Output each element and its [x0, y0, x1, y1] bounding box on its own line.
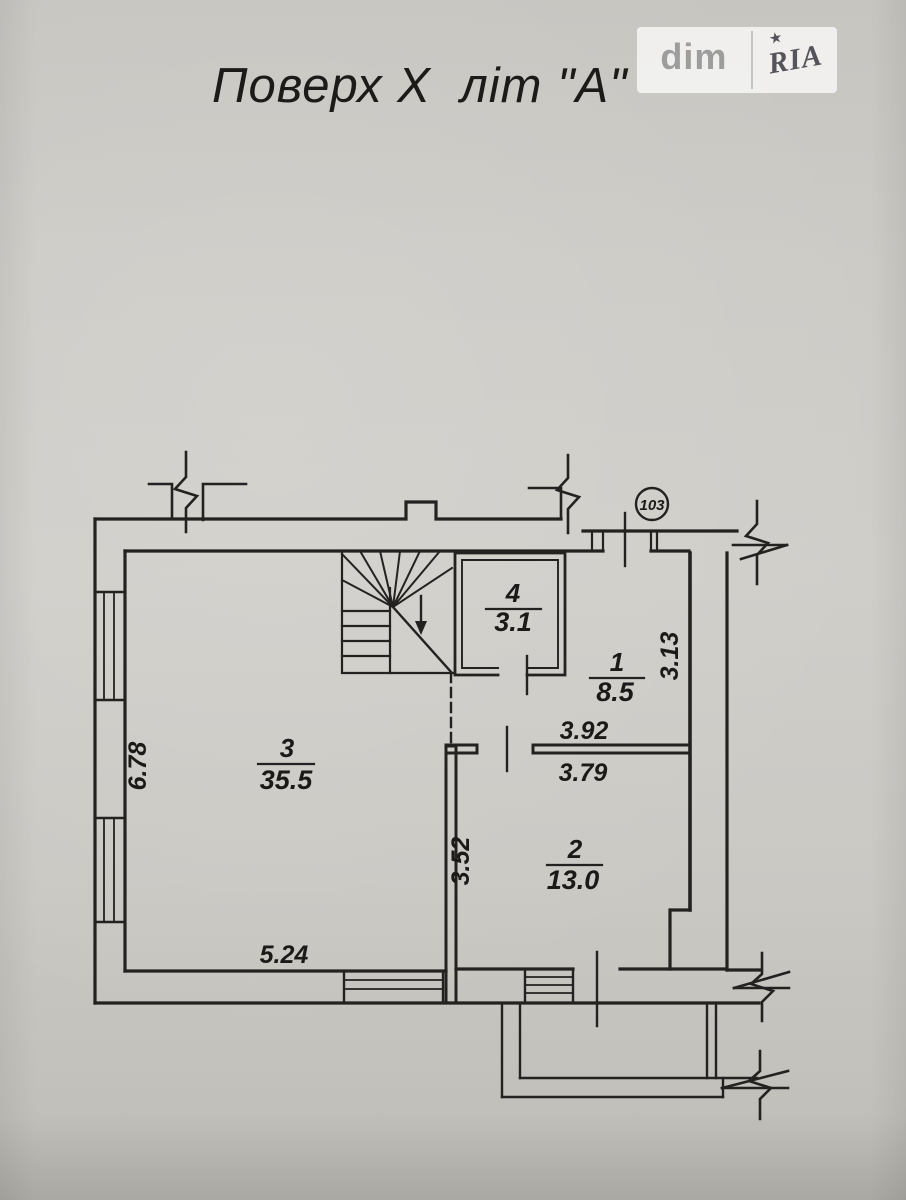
entry-door-jambs — [590, 529, 659, 553]
left-wall-windows — [93, 590, 127, 924]
bottom-wall-windows — [342, 967, 575, 1004]
room-4-walls — [453, 551, 567, 677]
svg-text:2: 2 — [567, 834, 583, 864]
svg-text:8.5: 8.5 — [596, 677, 635, 707]
dimension-3-79: 3.79 — [559, 759, 608, 787]
wall-break-icons — [147, 450, 791, 1121]
wall-break-icon-balcony-right — [720, 1049, 790, 1121]
balcony — [500, 1001, 759, 1099]
wall-break-icon-top-mid — [527, 453, 582, 535]
unit-number-label: 103 — [639, 497, 665, 514]
door-tick-marks — [505, 511, 627, 1028]
unit-number-badge: 103 — [634, 486, 670, 522]
staircase — [340, 549, 455, 675]
page-title: Поверх Х літ "А" — [212, 59, 628, 113]
dimension-3-92: 3.92 — [560, 717, 609, 745]
room-labels: 3 35.5 1 8.5 4 3.1 2 13.0 — [256, 578, 646, 895]
dimension-5-24: 5.24 — [260, 941, 309, 969]
svg-text:35.5: 35.5 — [260, 765, 314, 795]
svg-text:4: 4 — [505, 578, 521, 608]
wall-break-icon-top-left — [147, 450, 248, 534]
stair-winder-fan — [340, 549, 454, 609]
room-2-label: 2 13.0 — [545, 834, 604, 895]
dimension-labels: 3.92 3.79 5.24 6.78 3.52 3.13 — [124, 632, 684, 969]
watermark: dim ★ RIA — [637, 27, 837, 93]
wall-break-icon-mid-right — [732, 951, 791, 1023]
room-1-label: 1 8.5 — [588, 647, 646, 707]
svg-text:3: 3 — [280, 733, 295, 763]
watermark-divider — [750, 31, 753, 89]
svg-text:13.0: 13.0 — [547, 865, 600, 895]
dimension-3-52: 3.52 — [447, 837, 475, 886]
dimension-6-78: 6.78 — [124, 742, 152, 791]
room-4-label: 4 3.1 — [484, 578, 543, 637]
svg-text:3.1: 3.1 — [494, 607, 532, 637]
dimension-3-13: 3.13 — [656, 632, 684, 681]
wall-break-icon-top-right — [731, 499, 789, 586]
room-3-label: 3 35.5 — [256, 733, 316, 795]
svg-text:1: 1 — [610, 647, 624, 677]
interior-walls — [444, 551, 692, 1005]
dim-logo-text: dim — [660, 36, 728, 77]
watermark-dim-logo: dim — [637, 27, 751, 93]
